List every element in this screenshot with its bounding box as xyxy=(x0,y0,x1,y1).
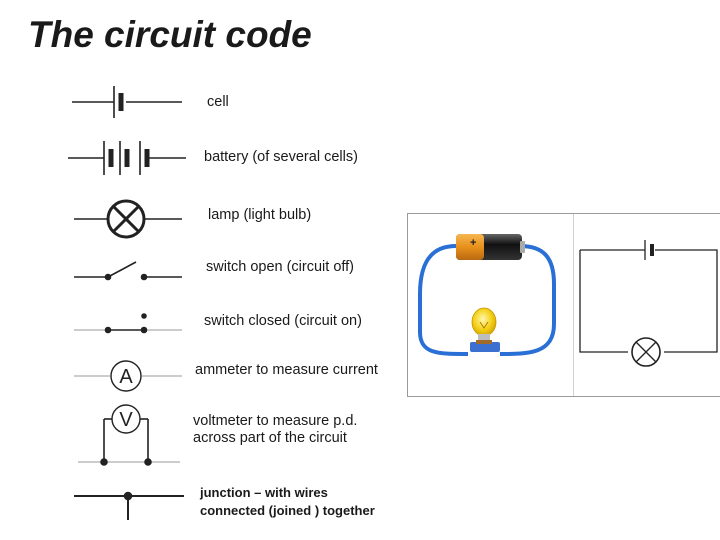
label-voltmeter-line1: voltmeter to measure p.d. xyxy=(193,413,358,429)
ammeter-symbol xyxy=(74,360,182,392)
voltmeter-symbol xyxy=(78,404,180,466)
label-battery: battery (of several cells) xyxy=(204,149,358,165)
plus-sign: + xyxy=(470,237,476,249)
label-cell: cell xyxy=(207,94,229,110)
label-junction-line2: connected (joined ) together xyxy=(200,503,375,518)
symbol-drawings: A V xyxy=(68,86,186,520)
label-switch-open: switch open (circuit off) xyxy=(206,259,355,275)
ammeter-glyph: A xyxy=(119,366,133,388)
example-circuit-panel: + xyxy=(407,213,720,397)
label-switch-closed: switch closed (circuit on) xyxy=(204,313,362,329)
cell-symbol xyxy=(72,86,182,118)
bulb-picture xyxy=(470,307,500,352)
label-ammeter: ammeter to measure current xyxy=(195,362,378,378)
wire-loop xyxy=(418,244,556,356)
switch-open-symbol xyxy=(74,261,182,281)
circuit-diagram xyxy=(579,240,718,367)
label-voltmeter-line2: across part of the circuit xyxy=(193,430,347,446)
battery-picture: + xyxy=(456,234,525,260)
circuit-pictures: + xyxy=(418,234,718,367)
label-lamp: lamp (light bulb) xyxy=(208,207,312,223)
panel-divider xyxy=(573,214,574,396)
label-junction-line1: junction – with wires xyxy=(200,485,328,500)
junction-symbol xyxy=(74,491,184,520)
page-title: The circuit code xyxy=(28,14,312,55)
voltmeter-glyph: V xyxy=(119,409,133,431)
battery-symbol xyxy=(68,141,186,175)
lamp-symbol xyxy=(74,199,182,239)
switch-closed-symbol xyxy=(74,313,182,334)
